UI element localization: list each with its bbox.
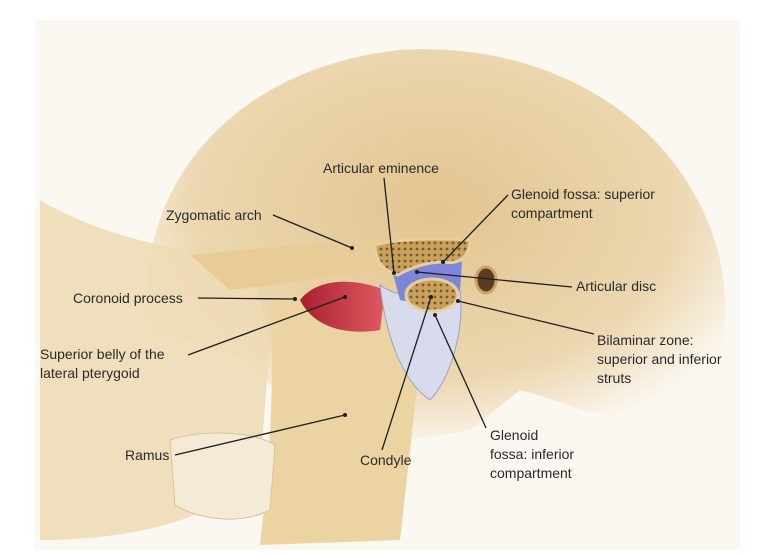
- label-line: struts: [597, 370, 632, 386]
- label-line: Bilaminar zone:: [597, 332, 694, 348]
- leader-articular-disc: [416, 271, 573, 288]
- label-zygomatic-arch: Zygomatic arch: [166, 207, 262, 223]
- label-glenoid-superior: Glenoid fossa: superior compartment: [511, 185, 655, 223]
- leader-glenoid-inferior: [434, 314, 487, 429]
- leader-ramus: [174, 414, 346, 456]
- leader-glenoid-superior: [442, 194, 509, 263]
- label-line: Glenoid fossa: superior: [511, 186, 655, 202]
- ramus-bone: [260, 300, 420, 545]
- leader-bilaminar: [457, 300, 595, 335]
- label-line: Superior belly of the: [40, 346, 165, 362]
- leader-lines: [174, 177, 595, 456]
- leader-pterygoid: [187, 296, 346, 356]
- label-ramus: Ramus: [125, 447, 170, 463]
- label-coronoid-process: Coronoid process: [73, 290, 183, 306]
- condyle-head: [404, 277, 460, 313]
- pterygoid-muscle: [300, 281, 385, 332]
- label-line: superior and inferior: [597, 351, 722, 367]
- label-line: compartment: [490, 465, 572, 481]
- label-pterygoid: Superior belly of the lateral pterygoid: [40, 345, 165, 383]
- label-articular-disc: Articular disc: [576, 278, 657, 294]
- label-bilaminar-zone: Bilaminar zone: superior and inferior stru…: [597, 331, 722, 388]
- leader-condyle: [381, 296, 432, 451]
- label-line: lateral pterygoid: [40, 365, 140, 381]
- teeth: [169, 432, 276, 520]
- fossa-bone: [373, 237, 472, 277]
- label-glenoid-inferior: Glenoid fossa: inferior compartment: [490, 426, 574, 483]
- leader-coronoid: [197, 297, 296, 300]
- label-line: Glenoid: [490, 427, 539, 443]
- leader-articular-eminence: [383, 177, 395, 274]
- label-line: compartment: [511, 205, 593, 221]
- label-line: fossa: inferior: [490, 446, 575, 462]
- zygomatic-arch-bone: [190, 240, 385, 290]
- label-articular-eminence: Articular eminence: [323, 160, 439, 176]
- label-condyle: Condyle: [360, 452, 412, 468]
- leader-zygomatic-arch: [272, 214, 353, 249]
